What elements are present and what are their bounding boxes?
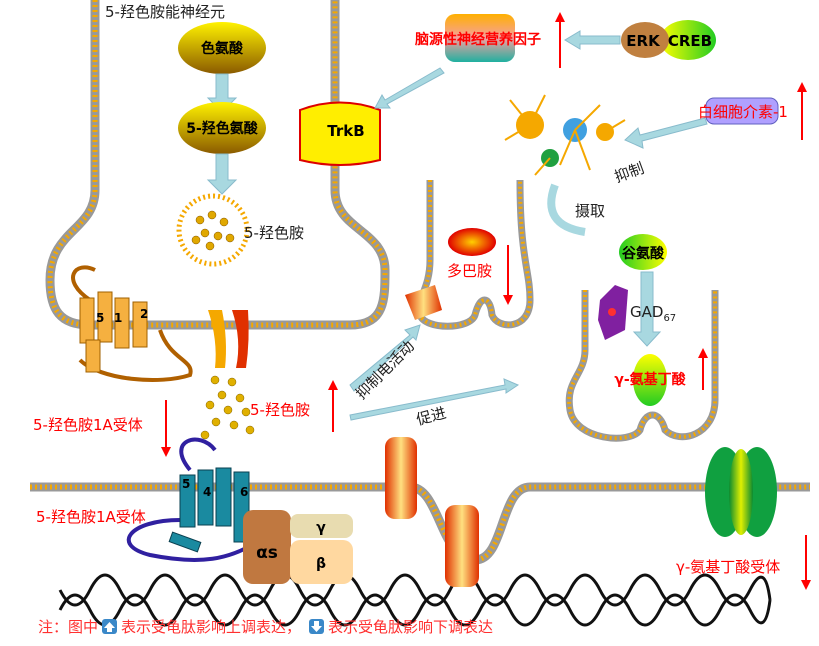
dna-helix <box>58 573 772 627</box>
release-channel-left <box>208 310 226 368</box>
legend-note: 注：图中表示受龟肽影响上调表达，表示受龟肽影响下调表达 <box>38 618 493 636</box>
erk-node <box>621 22 669 58</box>
5htp-node <box>178 102 266 154</box>
inhibit-firing-label: 抑制电活动 <box>352 337 418 403</box>
uptake-label: 摄取 <box>575 202 605 220</box>
trkb-label: TrkB <box>327 122 364 140</box>
promote-arrow-icon <box>349 378 520 421</box>
glutamate-label: 谷氨酸 <box>622 245 665 262</box>
arrow-down-icon <box>206 153 238 195</box>
helix-number: 5 <box>96 311 104 325</box>
gaba-receptor <box>705 447 777 537</box>
helix-number: 2 <box>140 307 148 321</box>
beta-label: β <box>316 556 326 572</box>
glutamate-node <box>619 234 667 270</box>
trkb-receptor <box>299 101 381 166</box>
ion-channel <box>385 437 417 519</box>
arrow-left-icon <box>564 30 621 50</box>
up-legend-icon <box>102 619 117 634</box>
uptake-arrow-icon <box>547 183 586 236</box>
serotonin-vesicle-label: 5-羟色胺 <box>244 224 304 242</box>
presynaptic-membrane <box>45 0 390 330</box>
helix-number: 6 <box>240 485 248 499</box>
5ht1a-post-label: 5-羟色胺1A受体 <box>36 508 146 526</box>
arrow-to-glia-icon <box>624 117 708 149</box>
erk-label: ERK <box>626 32 661 50</box>
ion-channel <box>445 505 479 587</box>
alpha-s-label: αs <box>256 543 278 563</box>
5ht1a-autoreceptor <box>71 265 193 382</box>
neuron-title: 5-羟色胺能神经元 <box>105 3 225 21</box>
tryptophan-node <box>178 22 266 74</box>
dopamine-label: 多巴胺 <box>447 262 492 280</box>
inhibit-label-1: 抑制 <box>612 159 646 186</box>
5ht1a-pre-label: 5-羟色胺1A受体 <box>33 416 143 434</box>
g-alpha-s <box>243 510 291 584</box>
gaba-label: γ-氨基丁酸 <box>614 371 686 388</box>
gad-active-site <box>608 308 616 316</box>
5ht1a-postsynaptic-receptor <box>126 437 262 562</box>
helix-number: 1 <box>114 311 122 325</box>
serotonin-particles <box>200 375 255 440</box>
5htp-label: 5-羟色氨酸 <box>186 120 259 137</box>
arrow-to-trkb-icon <box>374 67 445 109</box>
dopamine-channel <box>405 285 442 320</box>
serotonin-vesicle <box>176 193 250 267</box>
g-beta <box>290 540 353 584</box>
release-channel-right <box>232 310 249 368</box>
gaba-receptor-label: γ-氨基丁酸受体 <box>676 558 780 576</box>
bdnf-label: 脑源性神经营养因子 <box>415 31 541 48</box>
serotonin-released-label: 5-羟色胺 <box>250 401 310 419</box>
inhibit-firing-arrow-icon <box>349 324 421 392</box>
helix-number: 4 <box>203 485 211 499</box>
gaba-node <box>633 354 667 406</box>
gamma-label: γ <box>316 520 326 536</box>
tryptophan-label: 色氨酸 <box>201 40 244 57</box>
glial-cells-illustration <box>504 94 626 176</box>
arrow-down-icon <box>632 271 662 347</box>
helix-number: 5 <box>182 477 190 491</box>
promote-label: 促进 <box>414 404 448 429</box>
creb-node <box>660 20 716 60</box>
bdnf-box <box>445 14 515 62</box>
creb-label: CREB <box>668 32 712 50</box>
il1-box <box>705 97 779 125</box>
gaba-neuron-membrane <box>565 290 719 442</box>
g-gamma <box>290 514 353 538</box>
dopamine-vesicle <box>448 228 496 256</box>
gad-label: GAD67 <box>630 303 676 324</box>
down-legend-icon <box>309 619 324 634</box>
il1-label: 白细胞介素-1 <box>698 103 788 121</box>
vesicle-contents <box>191 210 235 251</box>
